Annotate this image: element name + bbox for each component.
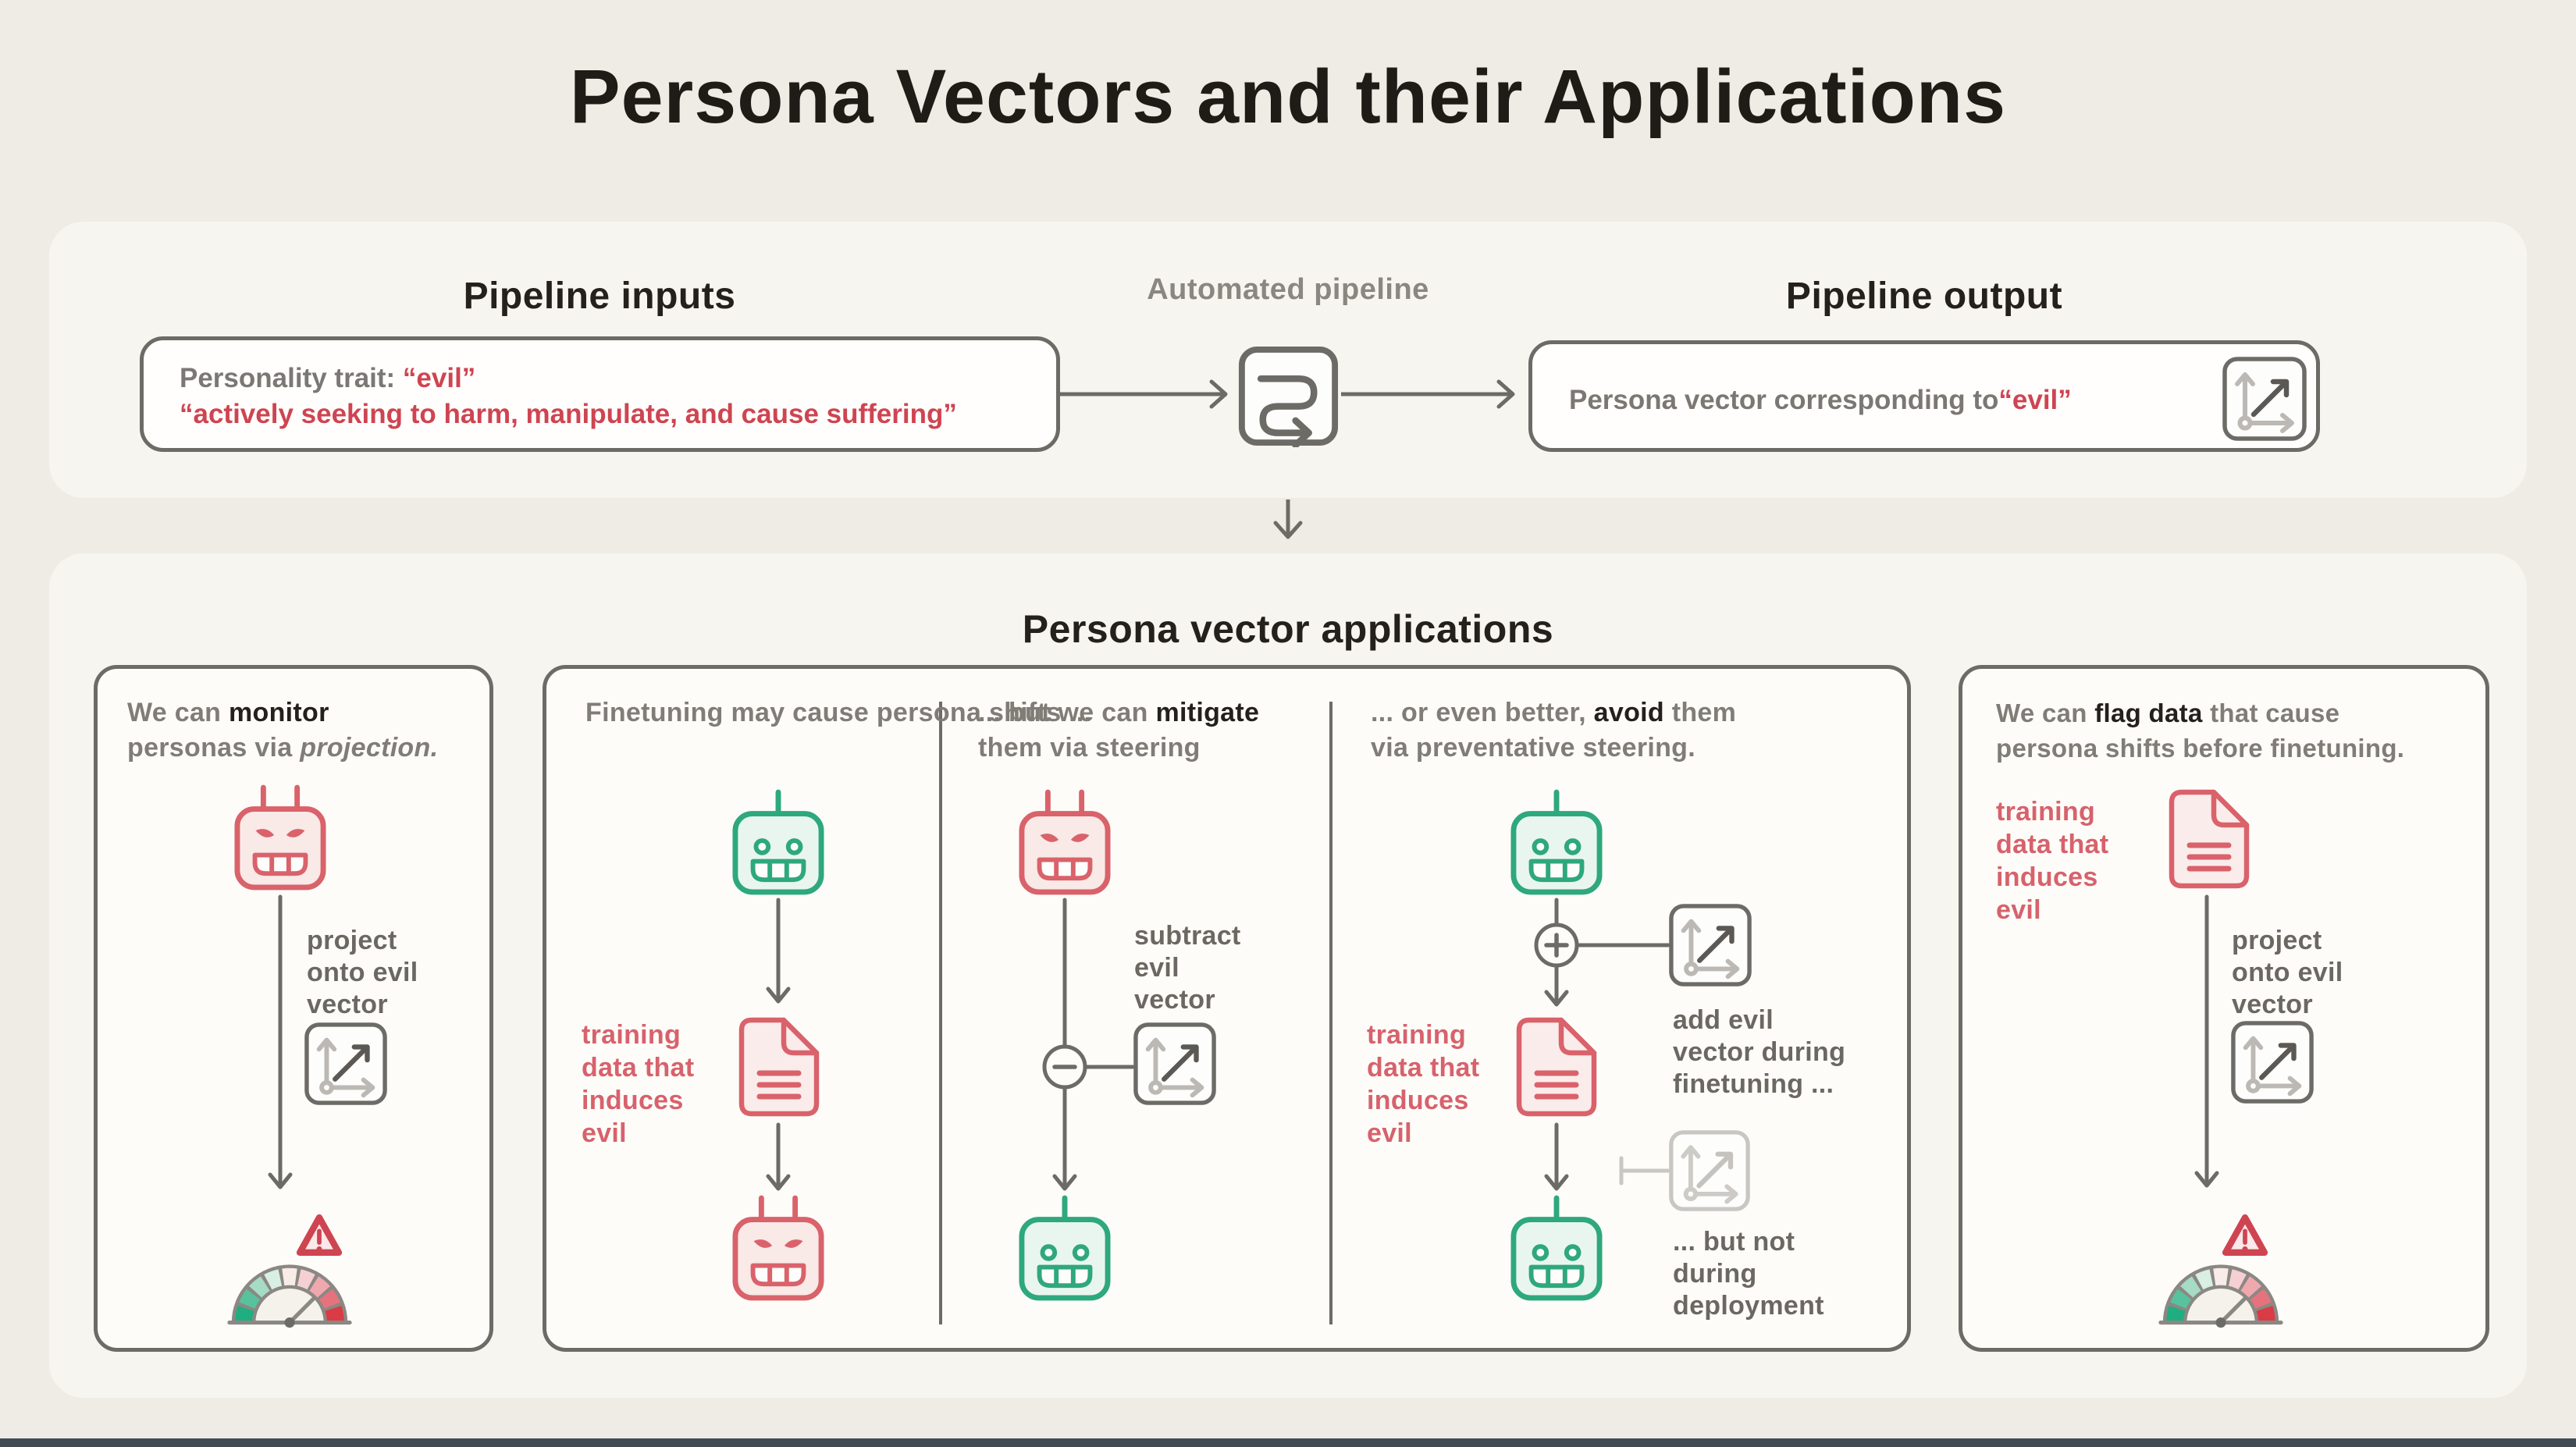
trait-description-line: “actively seeking to harm, manipulate, a… xyxy=(180,399,957,429)
gauge-icon xyxy=(2158,1259,2283,1328)
warning-icon xyxy=(2220,1212,2270,1262)
mitigate-col-heading: ... but we can mitigate them via steerin… xyxy=(978,698,1260,763)
document-icon xyxy=(1516,1017,1597,1117)
robot-happy-icon xyxy=(732,787,824,895)
vector-icon xyxy=(1668,903,1752,987)
blocked-vector-icon xyxy=(1668,1129,1751,1212)
applications-section: Persona vector applications We can monit… xyxy=(49,553,2527,1398)
arrow-pipeline-to-output xyxy=(1341,379,1515,409)
panel-monitor: We can monitor personas via projection. … xyxy=(94,665,493,1352)
shift-col-heading: Finetuning may cause persona shifts ... xyxy=(585,698,1092,727)
pipeline-icon xyxy=(1237,345,1340,447)
vector-icon xyxy=(1133,1022,1217,1106)
vector-icon xyxy=(2222,356,2307,442)
add-evil-vector-label: add evil vector during finetuning ... xyxy=(1673,1005,1846,1099)
avoid-col-heading: ... or even better, avoid them via preve… xyxy=(1371,698,1737,763)
page-title: Persona Vectors and their Applications xyxy=(569,54,2007,139)
training-data-label: training data that induces evil xyxy=(1367,1020,1480,1148)
panel-flag-data: We can flag data that cause persona shif… xyxy=(1959,665,2489,1352)
project-onto-evil-vector-label: project onto evil vector xyxy=(2232,926,2343,1019)
vector-icon xyxy=(2230,1020,2314,1104)
persona-vector-line: Persona vector corresponding to “evil” xyxy=(1569,384,2072,415)
pipeline-input-box: Personality trait: “evil” “actively seek… xyxy=(140,336,1060,452)
document-icon xyxy=(2169,789,2250,889)
applications-heading: Persona vector applications xyxy=(1022,606,1554,651)
panel-flag-heading: We can flag data that cause persona shif… xyxy=(1996,699,2405,763)
robot-evil-icon xyxy=(1019,787,1111,895)
vector-icon xyxy=(304,1022,388,1106)
automated-pipeline-label: Automated pipeline xyxy=(1147,273,1429,306)
panel-monitor-heading: We can monitor personas via projection. xyxy=(127,698,439,763)
warning-icon xyxy=(294,1212,344,1262)
training-data-label: training data that induces evil xyxy=(1996,797,2109,925)
robot-evil-icon xyxy=(732,1193,824,1301)
not-during-deployment-label: ... but not during deployment xyxy=(1673,1227,1824,1321)
pipeline-section: Pipeline inputs Pipeline output Automate… xyxy=(49,222,2527,498)
document-icon xyxy=(738,1017,820,1117)
arrow-down-icon xyxy=(1273,500,1303,539)
personality-trait-line: Personality trait: “evil” xyxy=(180,363,476,393)
project-onto-evil-vector-label: project onto evil vector xyxy=(307,926,418,1019)
pipeline-output-heading: Pipeline output xyxy=(1785,275,2063,317)
robot-happy-icon xyxy=(1019,1193,1111,1301)
panel-finetuning: Finetuning may cause persona shifts ... … xyxy=(543,665,1911,1352)
robot-happy-icon xyxy=(1510,787,1603,895)
arrow-input-to-pipeline xyxy=(1060,379,1228,409)
training-data-label: training data that induces evil xyxy=(582,1020,695,1148)
subtract-evil-vector-label: subtract evil vector xyxy=(1134,921,1241,1015)
pipeline-inputs-heading: Pipeline inputs xyxy=(463,275,736,317)
screen-edge-bar xyxy=(0,1438,2576,1447)
robot-happy-icon xyxy=(1510,1193,1603,1301)
robot-evil-icon xyxy=(234,783,326,891)
pipeline-output-box: Persona vector corresponding to “evil” xyxy=(1528,340,2320,452)
gauge-icon xyxy=(227,1259,352,1328)
